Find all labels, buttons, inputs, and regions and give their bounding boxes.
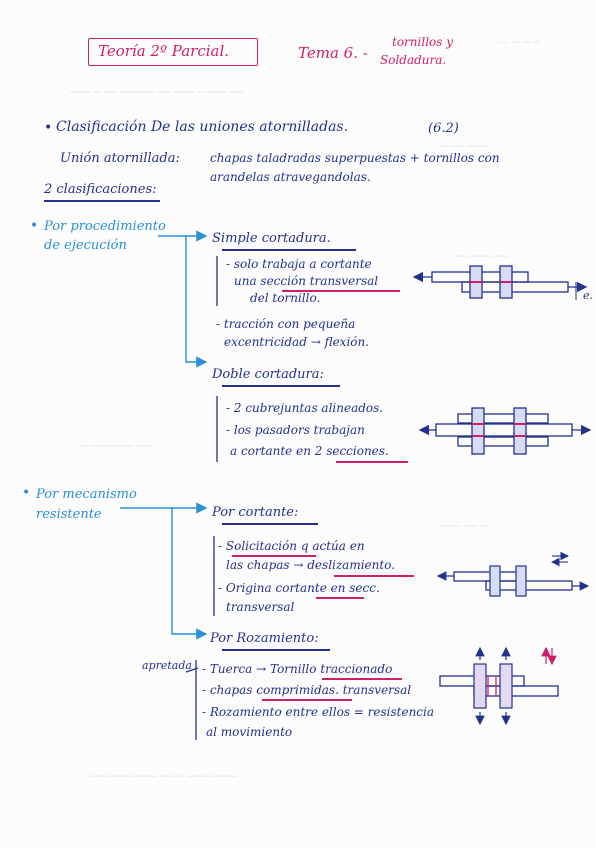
simple-title: Simple cortadura. bbox=[212, 231, 331, 246]
list-bars bbox=[195, 256, 218, 740]
doble-line-1: - 2 cubrejuntas alineados. bbox=[226, 401, 384, 415]
underline-pink bbox=[316, 597, 364, 599]
simple-line-5: excentricidad → flexión. bbox=[224, 335, 370, 349]
class1-bracket bbox=[158, 230, 208, 368]
union-definition-1: chapas taladradas superpuestas + tornill… bbox=[210, 151, 500, 165]
cortante-line-4: transversal bbox=[226, 600, 295, 614]
title-box bbox=[88, 38, 258, 66]
underline-pink bbox=[282, 290, 400, 292]
bleed-through-text: ─── ── ─ bbox=[440, 520, 487, 533]
class2-label-2: resistente bbox=[36, 507, 102, 522]
simple-line-3: del tornillo. bbox=[250, 291, 321, 305]
cortante-line-3: - Origina cortante en secc. bbox=[218, 581, 380, 595]
doble-title: Doble cortadura: bbox=[212, 367, 324, 382]
simple-line-1: - solo trabaja a cortante bbox=[226, 257, 372, 271]
underline bbox=[222, 649, 330, 651]
double-shear-joint-icon bbox=[418, 407, 592, 455]
union-label: Unión atornillada: bbox=[60, 151, 180, 166]
rozamiento-line-3: - Rozamiento entre ellos = resistencia bbox=[202, 705, 435, 719]
shear-mechanism-joint-icon bbox=[436, 551, 590, 597]
underline bbox=[222, 523, 318, 525]
section-heading: Clasificación De las uniones atornillada… bbox=[56, 119, 349, 135]
bleed-through-text: ── ─── ── bbox=[455, 250, 509, 263]
bleed-through-text: ─ ── ─── bbox=[440, 140, 487, 153]
rozamiento-line-2: - chapas comprimidas. transversal bbox=[202, 683, 412, 697]
bullet-dot: • bbox=[30, 218, 39, 234]
underline bbox=[222, 385, 340, 387]
topic-line-2: Soldadura. bbox=[380, 53, 447, 67]
underline-pink bbox=[262, 699, 352, 701]
topic-prefix: Tema 6. - bbox=[298, 44, 368, 62]
underline-pink bbox=[232, 555, 316, 557]
class1-label-1: Por procedimiento bbox=[44, 219, 166, 234]
simple-shear-joint-icon bbox=[412, 265, 588, 300]
doble-line-2: - los pasadors trabajan bbox=[226, 423, 365, 437]
underline bbox=[44, 200, 160, 202]
doble-line-3: a cortante en 2 secciones. bbox=[230, 444, 389, 458]
bullet-dot: • bbox=[22, 485, 31, 501]
eccentricity-label: e. bbox=[583, 289, 594, 302]
simple-line-2: una sección transversal bbox=[234, 274, 379, 288]
bullet-dot: • bbox=[44, 120, 53, 136]
underline bbox=[222, 249, 356, 251]
friction-mechanism-joint-icon bbox=[439, 646, 559, 726]
bleed-through-text: ─ ─── ─── ── bbox=[80, 440, 151, 453]
class1-label-2: de ejecución bbox=[44, 238, 127, 253]
underline-pink bbox=[334, 575, 414, 577]
topic-line-1: tornillos y bbox=[392, 35, 454, 49]
rozamiento-line-1: - Tuerca → Tornillo traccionado bbox=[202, 662, 393, 676]
rozamiento-line-4: al movimiento bbox=[206, 725, 293, 739]
simple-line-4: - tracción con pequeña bbox=[216, 317, 356, 331]
underline-pink bbox=[336, 461, 408, 463]
class2-bracket bbox=[120, 502, 208, 640]
section-ref: (6.2) bbox=[428, 121, 459, 136]
underline-pink bbox=[322, 678, 402, 680]
bleed-through-text: ── ──── ─── ── ─ ─── ──── bbox=[90, 770, 237, 783]
bleed-through-text: ─── ─ ── ───── ── ─── ─ ─── ── bbox=[70, 86, 244, 99]
cortante-title: Por cortante: bbox=[212, 505, 299, 520]
cortante-line-2: las chapas → deslizamiento. bbox=[226, 558, 396, 572]
class2-label-1: Por mecanismo bbox=[36, 487, 137, 502]
apretada-pointer bbox=[185, 667, 199, 673]
rozamiento-side-label: apretada bbox=[142, 659, 192, 672]
page-title: Teoría 2º Parcial. bbox=[98, 42, 230, 60]
union-definition-2: arandelas atravegandolas. bbox=[210, 170, 371, 184]
two-classifications: 2 clasificaciones: bbox=[44, 182, 157, 197]
bleed-through-text: — ─ ─ ─ bbox=[498, 36, 540, 49]
cortante-line-1: - Solicitación q actúa en bbox=[218, 539, 365, 553]
rozamiento-title: Por Rozamiento: bbox=[210, 631, 319, 646]
